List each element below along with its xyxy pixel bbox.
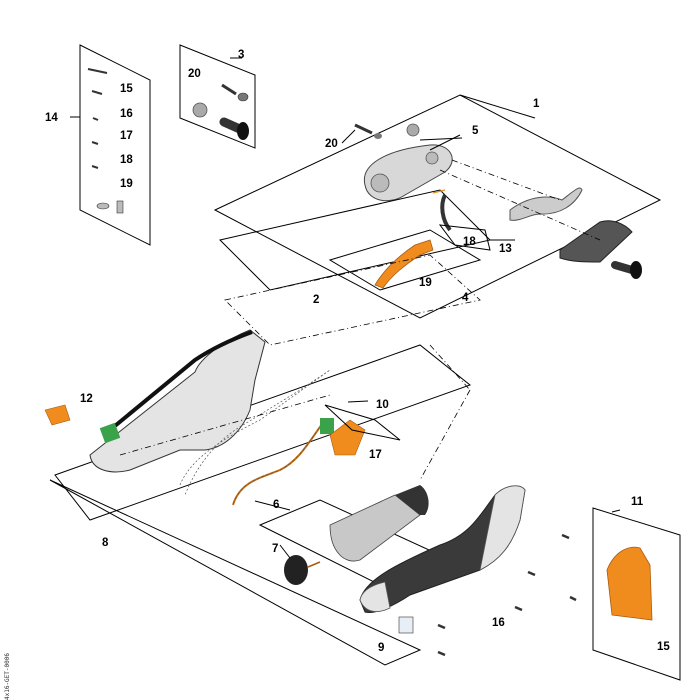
callout-4: 4	[462, 292, 469, 304]
callout-9: 9	[378, 642, 384, 654]
callout-8: 8	[102, 537, 109, 549]
drawing-code: 4x16-GET-0006	[4, 653, 11, 700]
callout-15-top: 15	[120, 83, 133, 95]
callout-labels: 1 2 3 4 5 6 7 8 9 10 11 12 13 14 15 15 1…	[45, 49, 670, 654]
callout-20-mid: 20	[325, 138, 338, 150]
callout-10: 10	[376, 399, 389, 411]
kit-3-gear-panel	[179, 44, 256, 149]
assembly-1-cutting-head	[213, 94, 662, 319]
callout-6: 6	[273, 499, 279, 511]
callout-11: 11	[631, 496, 644, 508]
callout-2: 2	[313, 294, 319, 306]
callout-17-top: 17	[120, 130, 133, 142]
callout-7: 7	[272, 543, 278, 555]
screws-16-15	[437, 533, 577, 657]
callout-16-top: 16	[120, 108, 133, 120]
callout-18-top: 18	[120, 154, 133, 166]
kit-11-cover	[592, 507, 681, 681]
callout-16-bottom: 16	[492, 617, 505, 629]
callout-3: 3	[238, 49, 244, 61]
handle-grip	[359, 485, 526, 634]
callout-1: 1	[533, 98, 540, 110]
kit-14-screws-panel	[79, 44, 151, 246]
leader-lines	[70, 57, 621, 559]
callout-14: 14	[45, 112, 58, 124]
motor-assembly	[258, 485, 442, 586]
callout-17-mid: 17	[369, 449, 382, 461]
assembly-8-handle-housing	[44, 329, 472, 666]
callout-12: 12	[80, 393, 93, 405]
kit-2-4-trigger	[219, 189, 491, 291]
callout-15-bottom: 15	[657, 641, 670, 653]
callout-13: 13	[499, 243, 512, 255]
callout-19-mid: 19	[419, 277, 432, 289]
callout-19-top: 19	[120, 178, 133, 190]
callout-18-mid: 18	[463, 236, 476, 248]
callout-5: 5	[472, 125, 479, 137]
callout-20-top: 20	[188, 68, 201, 80]
